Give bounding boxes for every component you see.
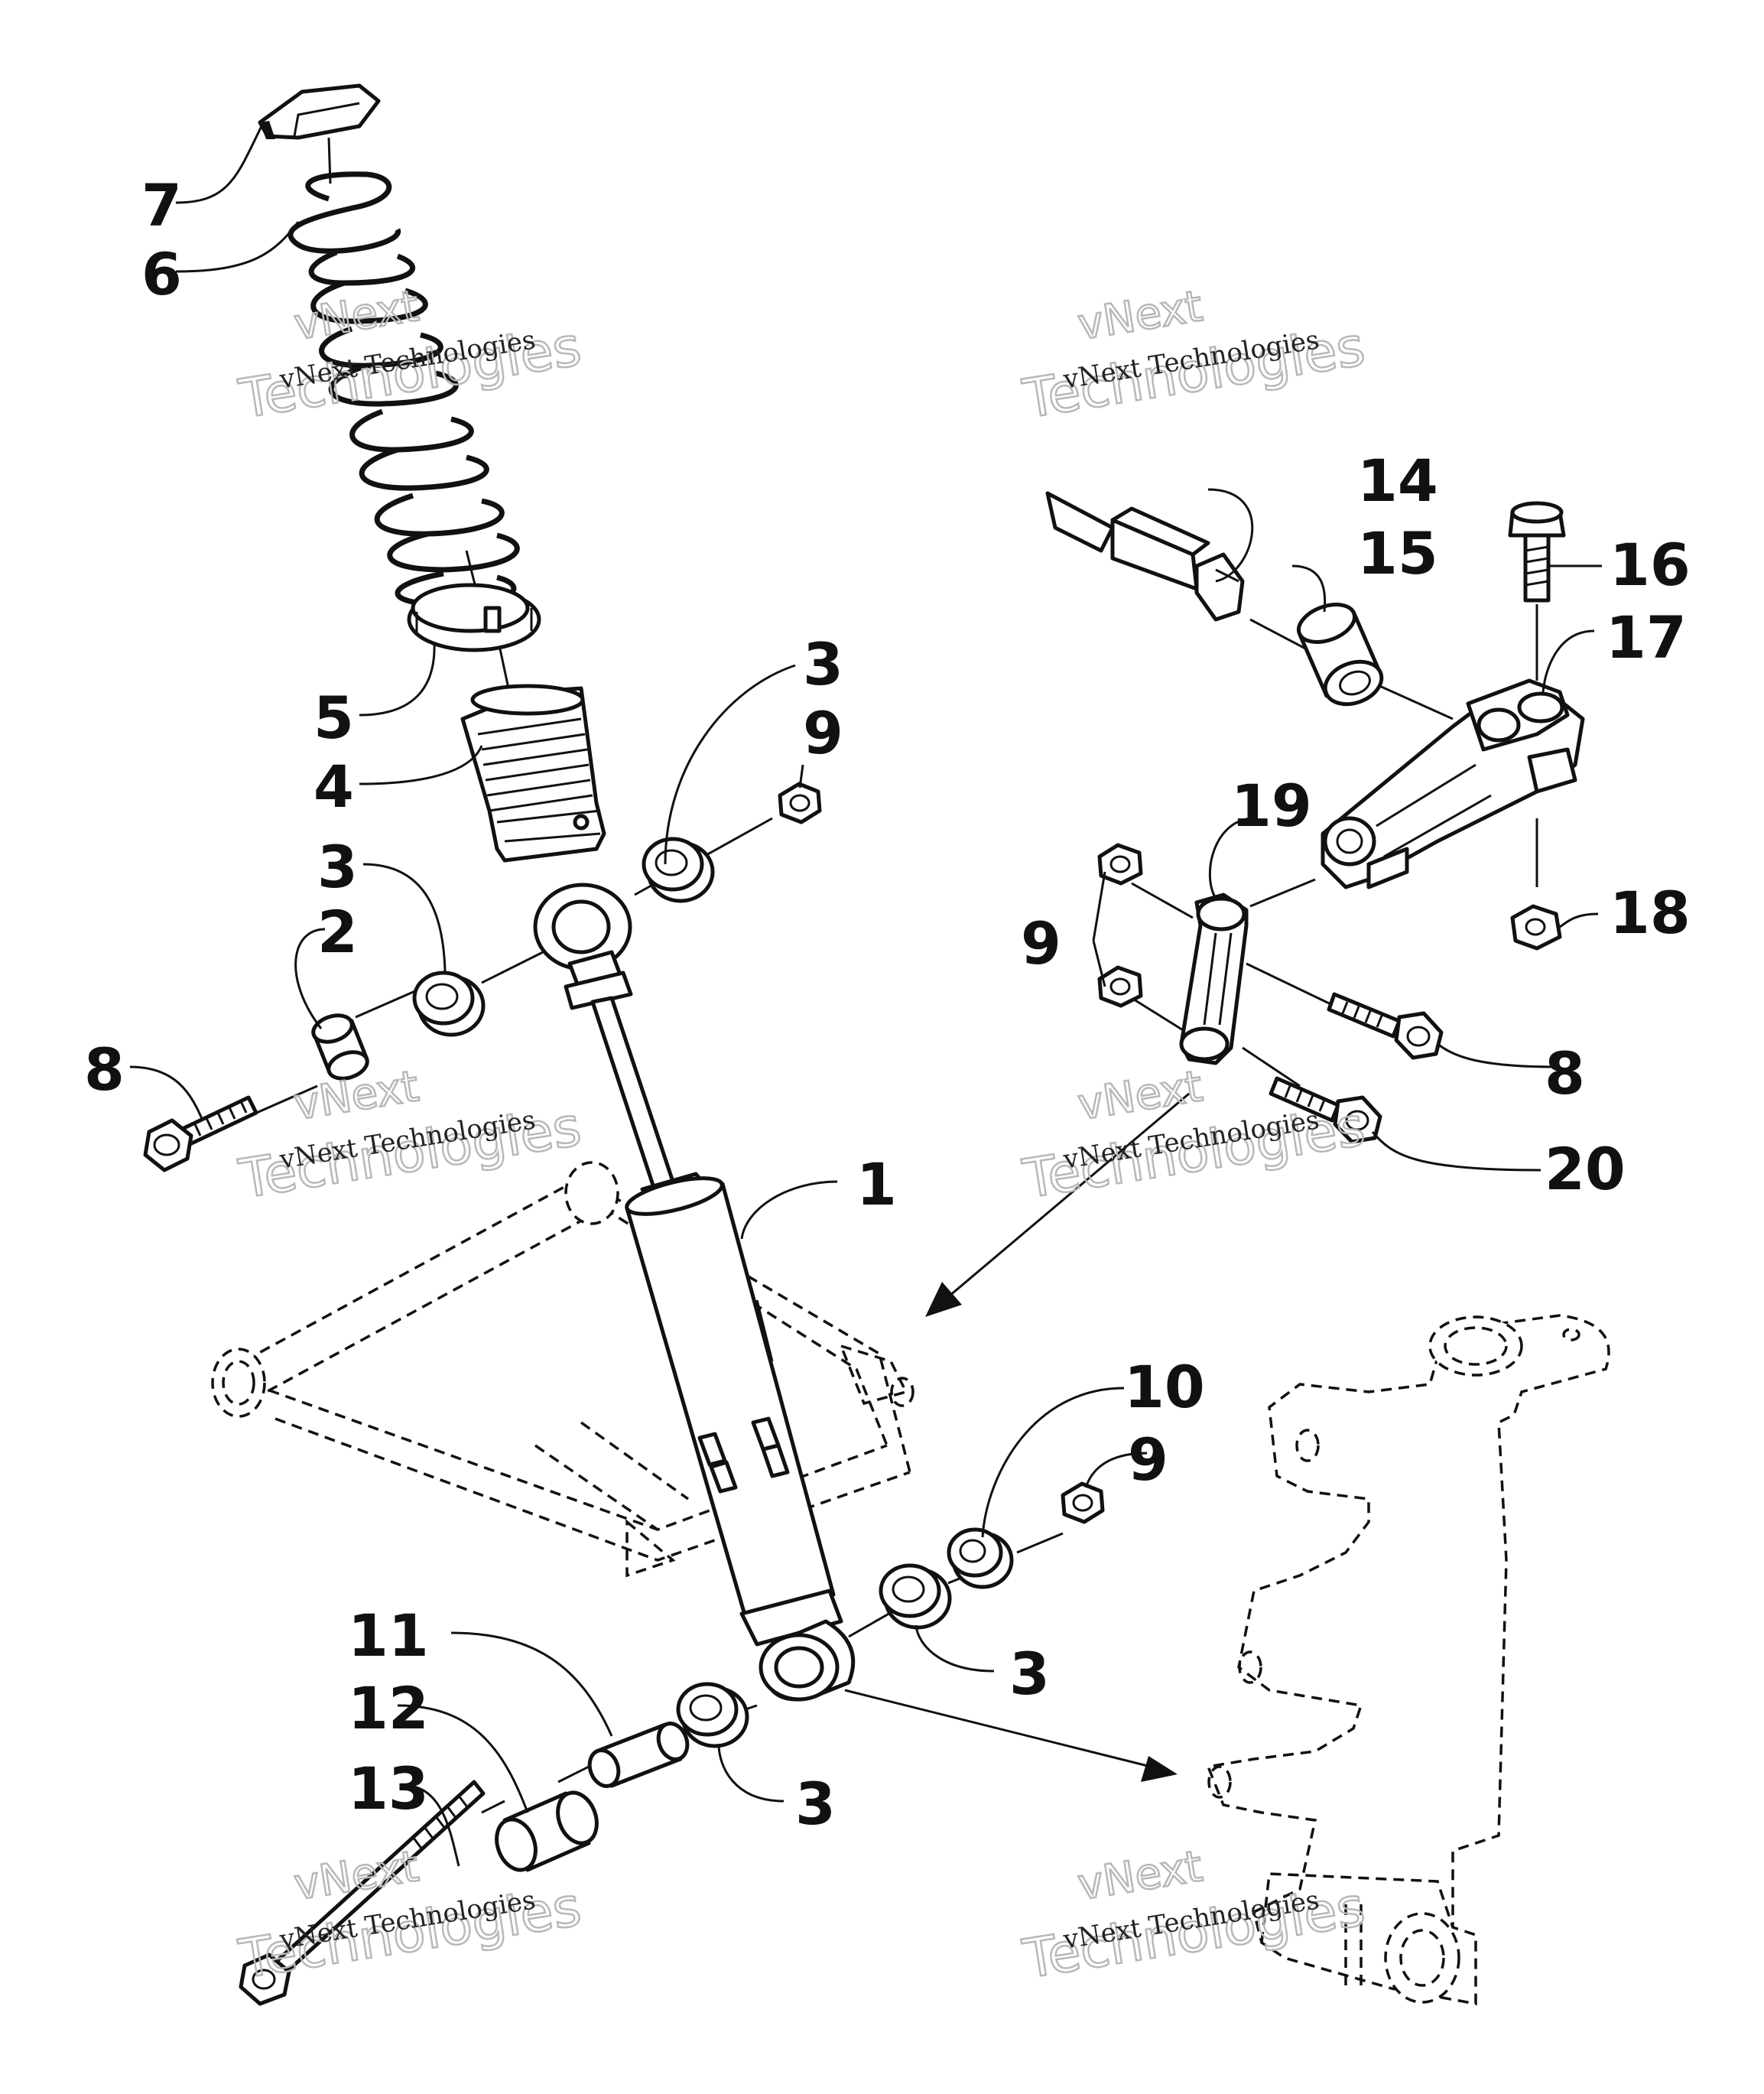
callout-10: 10 bbox=[1124, 1353, 1205, 1421]
callout-5: 5 bbox=[313, 684, 354, 752]
shock-absorber bbox=[533, 883, 856, 1702]
callout-2: 2 bbox=[317, 898, 358, 966]
spacer bbox=[947, 1527, 1014, 1589]
bushing-lower-right bbox=[879, 1563, 952, 1630]
callout-16: 16 bbox=[1610, 531, 1691, 599]
nut-pair bbox=[1097, 843, 1143, 1008]
svg-text:vNext: vNext bbox=[291, 281, 422, 350]
inner-sleeve bbox=[587, 1722, 690, 1788]
svg-text:vNext: vNext bbox=[291, 1062, 422, 1130]
pitman-arm bbox=[1321, 678, 1585, 889]
nut-lower bbox=[1061, 1481, 1105, 1524]
bolt-right-upper bbox=[1327, 992, 1444, 1060]
bushing-upper-right bbox=[642, 837, 715, 903]
callout-1: 1 bbox=[856, 1150, 897, 1218]
callout-14: 14 bbox=[1357, 447, 1438, 515]
leader-lines bbox=[129, 125, 1602, 1867]
callout-20: 20 bbox=[1545, 1135, 1626, 1203]
watermark-middle-left: vNext Technologies vNext Technologies bbox=[234, 1061, 586, 1212]
sleeve bbox=[311, 1013, 369, 1081]
watermark-top-left: vNext Technologies vNext Technologies bbox=[234, 281, 586, 432]
spindle-outline bbox=[1206, 1314, 1610, 2006]
callout-3c: 3 bbox=[1009, 1640, 1050, 1708]
callout-7: 7 bbox=[141, 171, 182, 239]
callout-11: 11 bbox=[348, 1601, 429, 1670]
callout-12: 12 bbox=[348, 1674, 429, 1742]
bushing-lower-left bbox=[676, 1682, 749, 1748]
svg-text:vNext: vNext bbox=[291, 1842, 422, 1910]
callout-9b: 9 bbox=[1021, 909, 1061, 977]
svg-text:vNext: vNext bbox=[1074, 1062, 1206, 1130]
steering-cable bbox=[1045, 491, 1245, 622]
callout-9c: 9 bbox=[1128, 1426, 1168, 1494]
bolt-right-lower bbox=[1269, 1076, 1382, 1144]
bushing-upper-left bbox=[412, 971, 486, 1037]
svg-text:vNext: vNext bbox=[1074, 1842, 1206, 1910]
callout-19: 19 bbox=[1231, 772, 1312, 840]
coil-spring bbox=[288, 171, 520, 607]
spring-seat bbox=[407, 583, 541, 652]
callout-labels: 7 6 5 4 3 2 8 3 9 14 15 16 17 19 18 9 8 … bbox=[84, 171, 1691, 1838]
long-bolt bbox=[239, 1780, 486, 2006]
callout-3d: 3 bbox=[795, 1770, 836, 1838]
tie-rod-link bbox=[1179, 893, 1249, 1065]
callout-3b: 3 bbox=[317, 833, 358, 901]
svg-text:vNext: vNext bbox=[1074, 281, 1206, 350]
callout-3a: 3 bbox=[803, 630, 843, 698]
bolt-upper-left bbox=[143, 1095, 258, 1172]
callout-8b: 8 bbox=[1545, 1039, 1585, 1107]
callout-18: 18 bbox=[1610, 879, 1691, 947]
callout-9a: 9 bbox=[803, 699, 843, 767]
nut-pitman bbox=[1510, 904, 1562, 951]
callout-4: 4 bbox=[313, 753, 354, 821]
direction-arrows bbox=[844, 1092, 1190, 1782]
callout-17: 17 bbox=[1606, 603, 1687, 671]
watermark-middle-right: vNext Technologies vNext Technologies bbox=[1018, 1061, 1369, 1212]
spring-retainer-cap bbox=[258, 83, 381, 140]
outer-sleeve bbox=[495, 1790, 599, 1872]
bump-stop bbox=[460, 684, 606, 863]
sleeve-bushing bbox=[1297, 603, 1384, 707]
watermark-top-right: vNext Technologies vNext Technologies bbox=[1018, 281, 1369, 432]
callout-15: 15 bbox=[1357, 519, 1438, 587]
nut-upper bbox=[778, 782, 822, 824]
bolt-vertical bbox=[1508, 501, 1566, 603]
callout-13: 13 bbox=[348, 1754, 429, 1822]
callout-8a: 8 bbox=[84, 1036, 125, 1104]
callout-6: 6 bbox=[141, 240, 182, 308]
